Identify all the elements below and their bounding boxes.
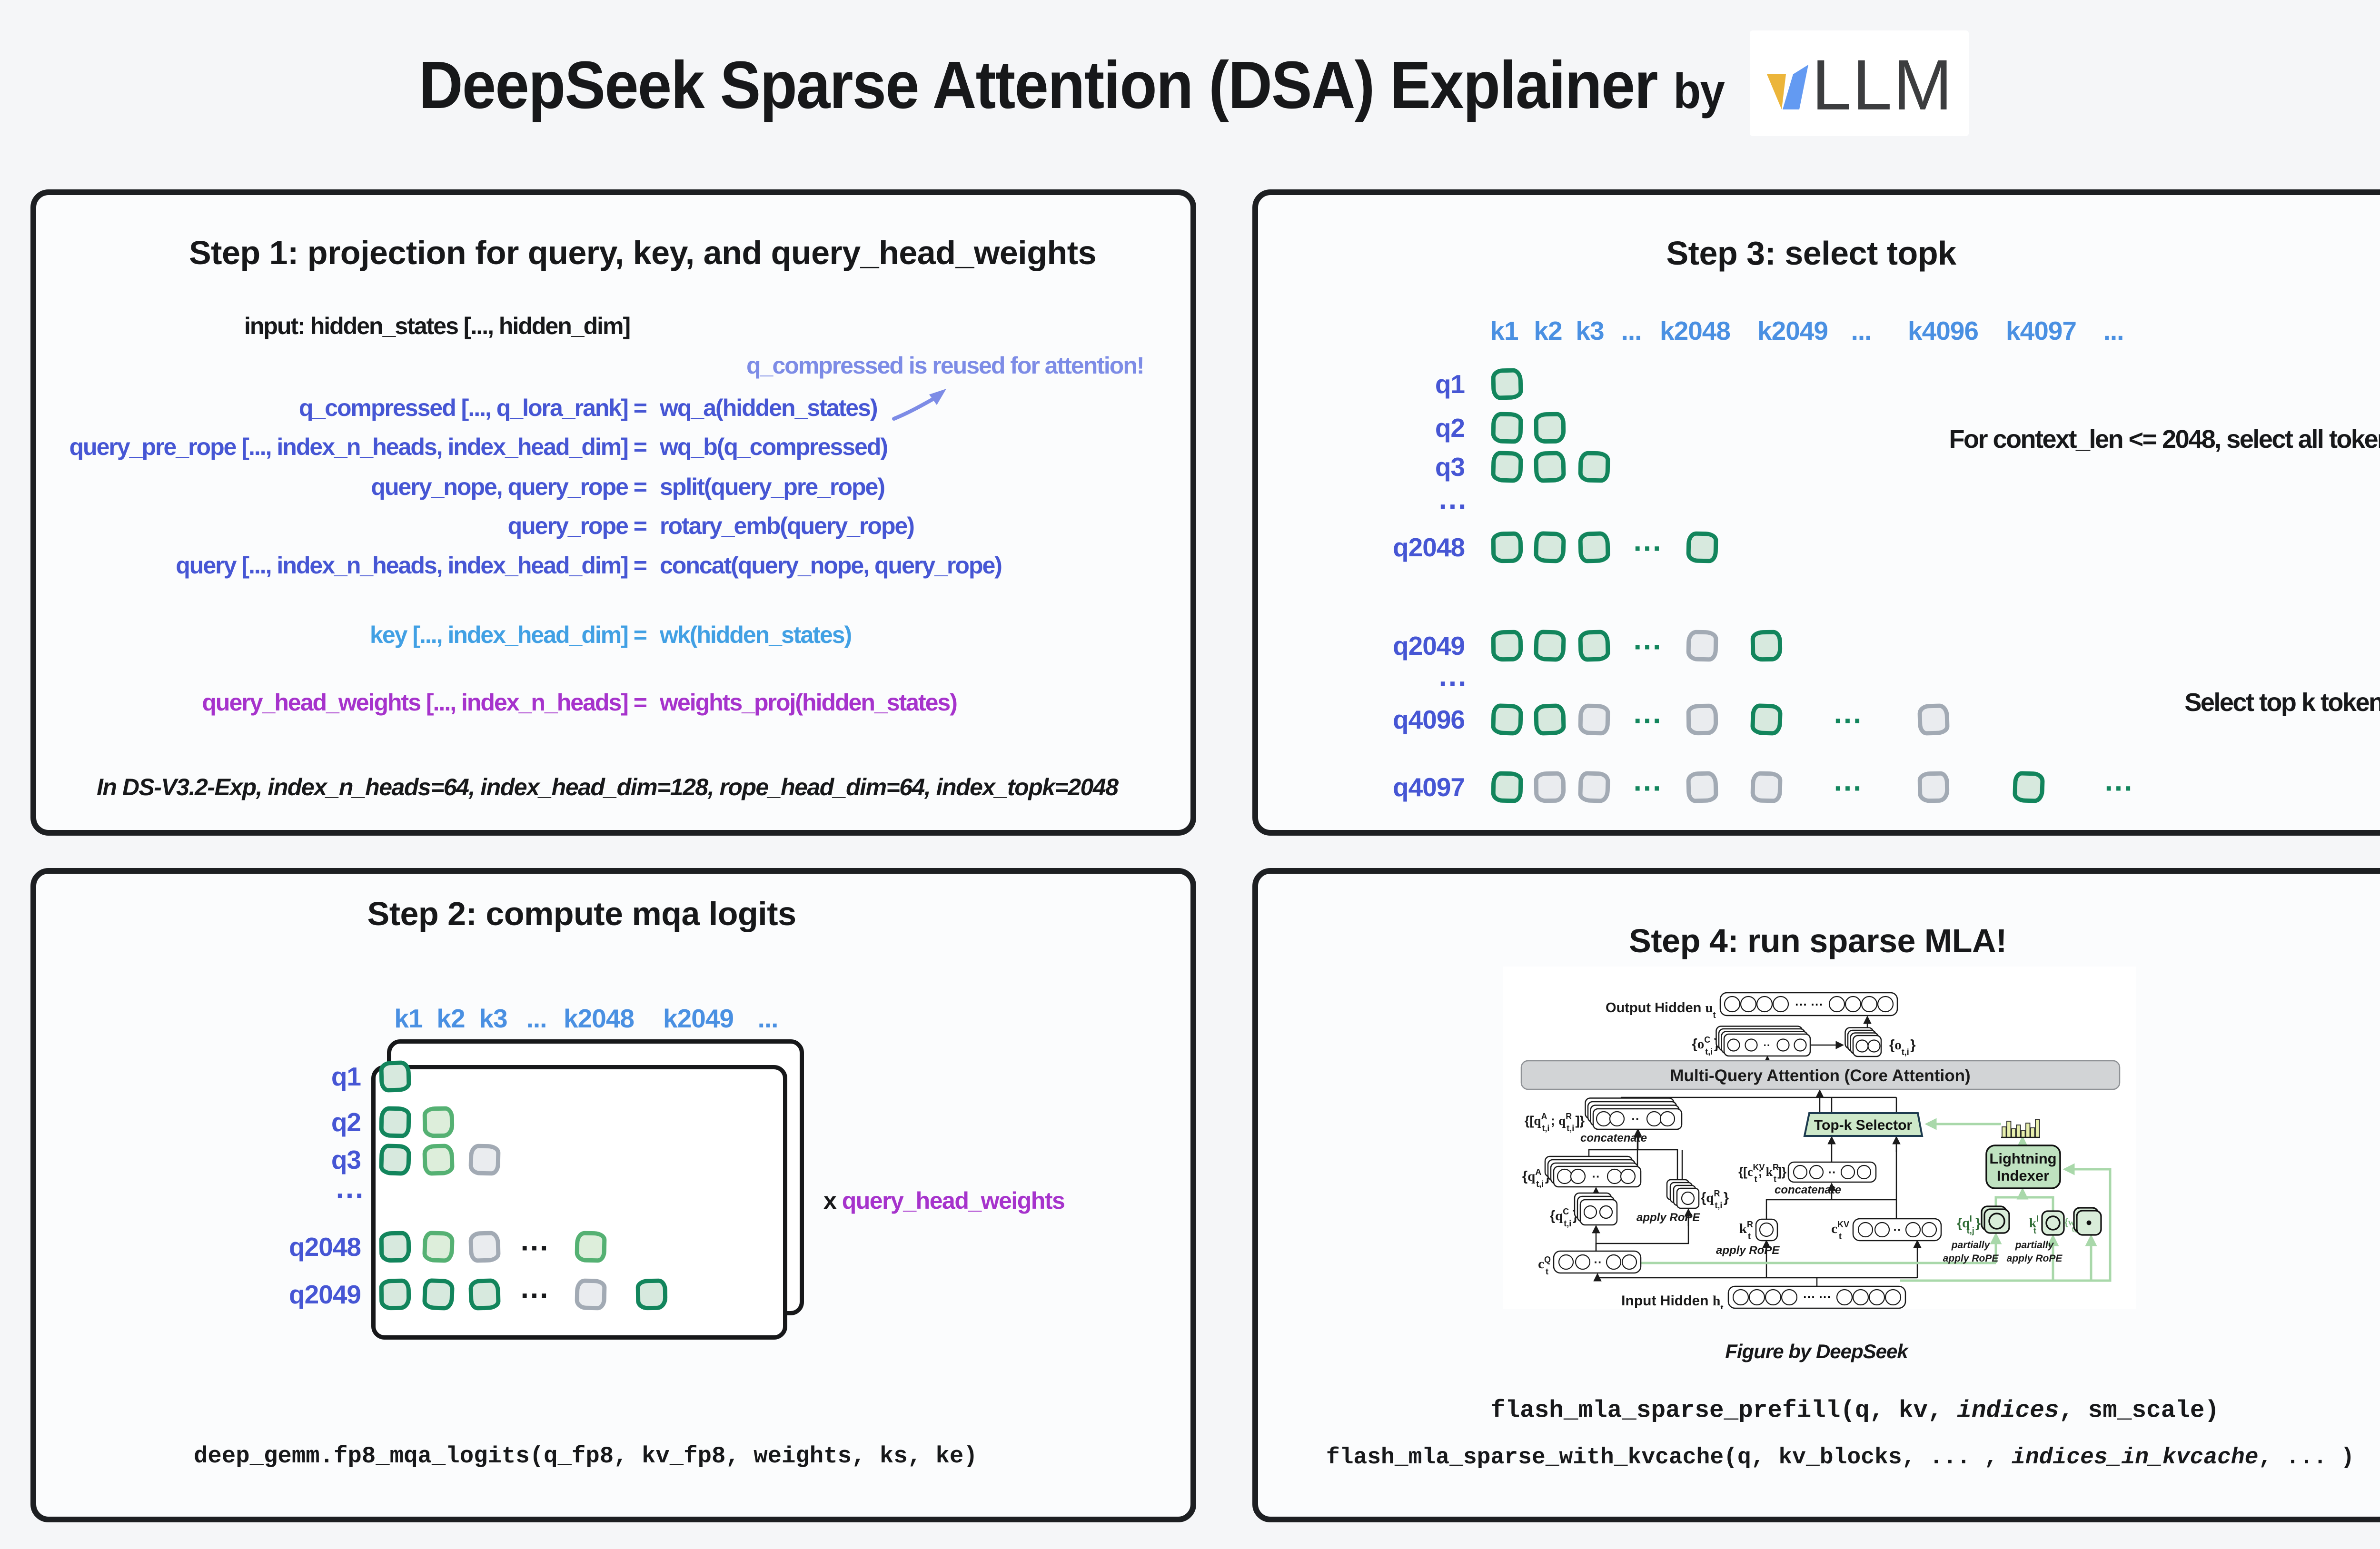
svg-text:partially: partially (2015, 1240, 2054, 1251)
svg-text:Lightning: Lightning (1989, 1150, 2056, 1167)
svg-text:Indexer: Indexer (1997, 1167, 2049, 1184)
svg-text:partially: partially (1951, 1240, 1991, 1251)
svg-text:Multi-Query Attention (Core At: Multi-Query Attention (Core Attention) (1670, 1066, 1970, 1085)
svg-text:··: ·· (1592, 1169, 1600, 1184)
svg-text:concatenate: concatenate (1580, 1132, 1647, 1144)
svg-text:kIt: kIt (2029, 1214, 2039, 1235)
svg-text:Top-k Selector: Top-k Selector (1814, 1117, 1912, 1133)
svg-text:··: ·· (1764, 1039, 1771, 1051)
svg-text:cQt: cQt (1538, 1255, 1551, 1276)
svg-text:apply RoPE: apply RoPE (1943, 1253, 1999, 1264)
svg-text:··: ·· (1828, 1165, 1836, 1179)
svg-text:··: ·· (1893, 1223, 1901, 1237)
svg-text:apply RoPE: apply RoPE (1636, 1211, 1700, 1224)
svg-text:apply RoPE: apply RoPE (2007, 1253, 2063, 1264)
svg-text:LLM: LLM (1812, 45, 1954, 125)
svg-text:⋯ ⋯: ⋯ ⋯ (1795, 997, 1823, 1011)
svg-text:apply RoPE: apply RoPE (1716, 1244, 1780, 1257)
svg-text:concatenate: concatenate (1775, 1184, 1841, 1196)
svg-text:⋯ ⋯: ⋯ ⋯ (1803, 1290, 1831, 1304)
svg-text:··: ·· (1631, 1112, 1639, 1126)
svg-text:··: ·· (1594, 1255, 1602, 1269)
svg-text:Input Hidden ht: Input Hidden ht (1621, 1293, 1725, 1309)
svg-text:kRt: kRt (1739, 1220, 1753, 1241)
